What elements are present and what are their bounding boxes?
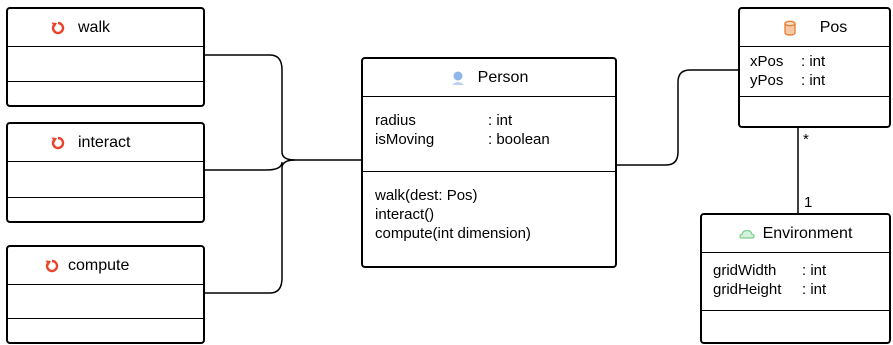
class-walk-name: walk [78,18,111,36]
class-person-methods: walk(dest: Pos) interact() compute(int d… [363,171,615,266]
class-interact-name: interact [78,133,131,151]
class-pos-attributes: xPos : int yPos : int [740,46,889,96]
cloud-icon [738,229,755,239]
connector-compute-person [205,159,296,294]
refresh-icon [51,21,65,34]
attribute-row: gridWidth : int [713,261,889,280]
attribute-name: gridHeight [713,281,782,298]
attribute-type: : int [802,281,827,298]
attribute-type: : int [488,112,513,129]
class-compute-methods [8,318,203,342]
database-icon [784,20,796,36]
class-walk-methods [8,81,203,105]
attribute-type: : boolean [488,131,550,148]
method-row: interact() [375,206,435,223]
method-row: walk(dest: Pos) [375,187,478,204]
attribute-row: isMoving : boolean [375,130,615,149]
connector-walk-person [205,54,362,161]
attribute-row: gridHeight : int [713,280,889,299]
class-person-attributes: radius : int isMoving : boolean [363,96,615,171]
class-interact[interactable]: interact [6,122,205,223]
attribute-name: gridWidth [713,262,777,279]
attribute-name: isMoving [375,131,435,148]
refresh-icon [45,259,59,272]
attribute-type: : int [801,53,826,70]
attribute-row: yPos : int [750,71,889,90]
attribute-row: radius : int [375,111,615,130]
class-compute-name: compute [68,256,130,274]
class-person-header: Person [363,59,615,96]
attribute-name: yPos [750,72,784,89]
attribute-name: xPos [750,53,784,70]
class-compute-header: compute [8,247,203,284]
method-row: compute(int dimension) [375,225,531,242]
class-interact-methods [8,197,203,221]
multiplicity-environment-end: 1 [804,194,813,211]
actor-icon [451,71,464,85]
refresh-icon [51,136,65,149]
class-compute[interactable]: compute [6,245,205,344]
class-walk[interactable]: walk [6,7,205,107]
attribute-type: : int [801,72,826,89]
class-pos-name: Pos [819,18,848,36]
class-environment-methods [702,310,889,342]
class-pos[interactable]: Pos xPos : int yPos : int [738,7,891,128]
connector-person-pos [616,69,739,166]
attribute-type: : int [802,262,827,279]
connector-interact-person [205,161,283,171]
class-person[interactable]: Person radius : int isMoving : boolean w… [361,57,617,268]
class-pos-methods [740,96,889,126]
class-interact-header: interact [8,124,203,161]
class-environment-header: Environment [702,215,889,252]
attribute-name: radius [375,112,416,129]
multiplicity-pos-end: * [803,131,809,148]
class-environment-name: Environment [762,224,853,242]
class-person-name: Person [477,68,529,86]
class-compute-attributes [8,284,203,318]
class-walk-header: walk [8,9,203,46]
class-environment-attributes: gridWidth : int gridHeight : int [702,252,889,310]
class-pos-header: Pos [740,9,889,46]
class-interact-attributes [8,161,203,197]
attribute-row: xPos : int [750,52,889,71]
class-walk-attributes [8,46,203,81]
class-environment[interactable]: Environment gridWidth : int gridHeight :… [700,213,891,344]
